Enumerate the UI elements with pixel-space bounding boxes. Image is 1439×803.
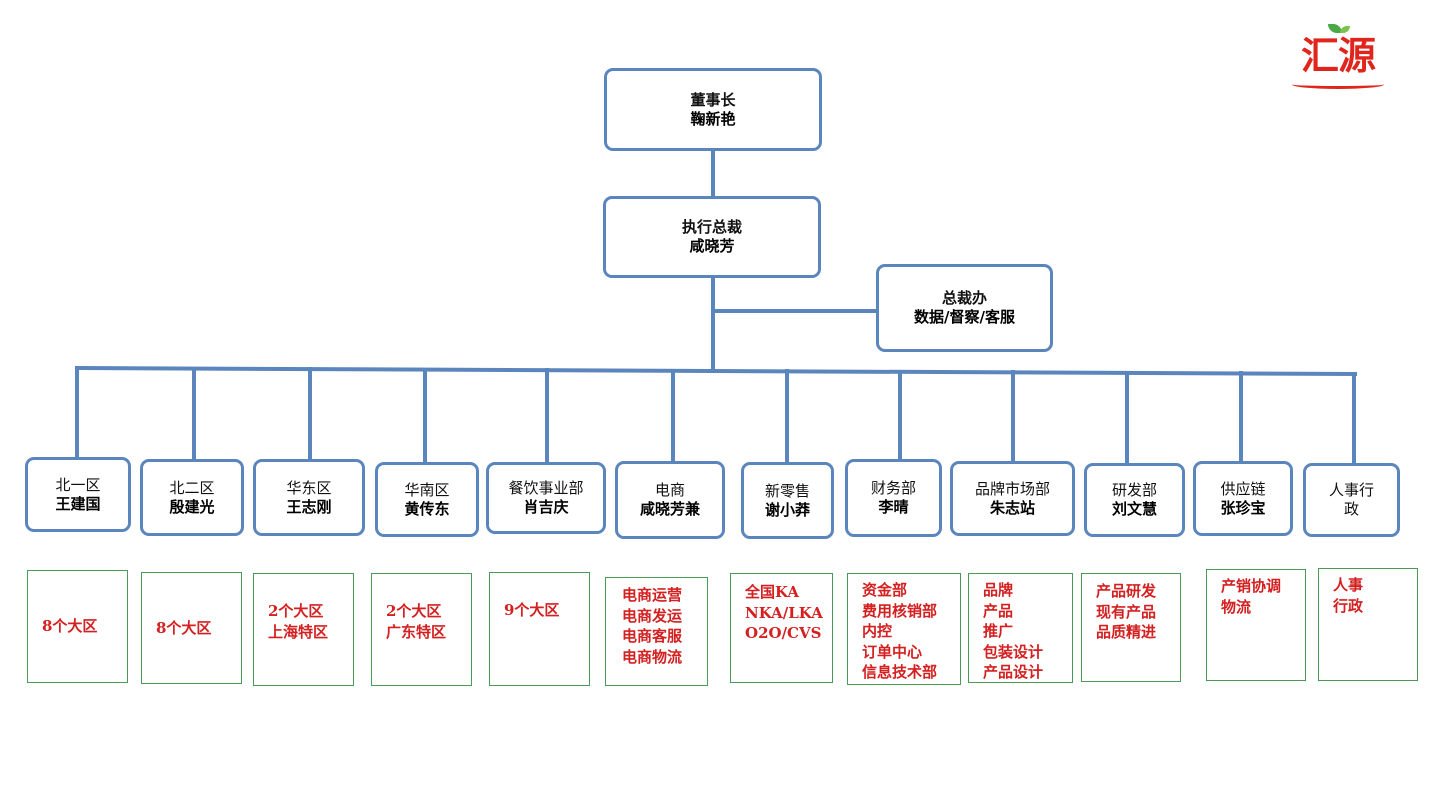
detail-box-north2: 8个大区 — [141, 572, 242, 684]
dept-box-north2: 北二区 殷建光 — [140, 459, 244, 536]
detail-box-new-retail: 全国KA NKA/LKA O2O/CVS — [730, 573, 833, 683]
detail-box-north1: 8个大区 — [27, 570, 128, 683]
dept-title: 华东区 — [286, 478, 332, 497]
detail-line: 费用核销部 — [862, 601, 938, 620]
dept-box-hr-admin: 人事行 政 — [1303, 463, 1400, 537]
detail-box-hr-admin: 人事 行政 — [1318, 568, 1418, 681]
president-office-scope: 数据/督察/客服 — [914, 308, 1015, 326]
dept-title: 品牌市场部 — [974, 479, 1050, 498]
detail-line: 广东特区 — [386, 622, 447, 641]
detail-box-brand-marketing: 品牌 产品 推广 包装设计 产品设计 — [968, 573, 1073, 683]
dept-box-ecommerce: 电商 咸晓芳兼 — [615, 461, 725, 539]
detail-box-east: 2个大区 上海特区 — [253, 573, 354, 686]
dept-title: 供应链 — [1220, 479, 1266, 498]
detail-line: O2O/CVS — [745, 624, 822, 642]
logo-wave — [1292, 80, 1384, 89]
dept-box-north1: 北一区 王建国 — [25, 457, 131, 532]
dept-head: 黄传东 — [404, 499, 450, 518]
detail-line: 2个大区 — [268, 602, 324, 620]
dept-head: 李晴 — [878, 498, 909, 516]
detail-box-ecommerce: 电商运营 电商发运 电商客服 电商物流 — [605, 577, 708, 686]
dept-box-new-retail: 新零售 谢小莽 — [741, 462, 834, 539]
dept-title: 餐饮事业部 — [508, 479, 584, 497]
detail-line: 电商客服 — [622, 627, 683, 645]
president-office-box: 总裁办 数据/督察/客服 — [876, 264, 1053, 352]
detail-box-rnd: 产品研发 现有产品 品质精进 — [1081, 573, 1181, 682]
dept-title: 人事行 — [1328, 481, 1374, 499]
executive-title: 执行总裁 — [681, 218, 742, 236]
detail-line: 产销协调 — [1221, 577, 1282, 595]
detail-line: NKA/LKA — [745, 603, 823, 622]
dept-box-east: 华东区 王志刚 — [253, 459, 365, 536]
detail-line: 电商发运 — [622, 606, 683, 625]
detail-line: 订单中心 — [862, 642, 923, 661]
detail-line: 包装设计 — [983, 642, 1044, 661]
leaf-icon — [1340, 26, 1350, 33]
dept-head: 殷建光 — [169, 497, 215, 516]
chairman-name: 鞠新艳 — [690, 109, 736, 128]
dept-head: 朱志站 — [989, 498, 1035, 517]
dept-head: 咸晓芳兼 — [639, 500, 700, 518]
detail-line: 电商运营 — [622, 586, 683, 604]
detail-line: 资金部 — [862, 581, 908, 599]
detail-box-finance: 资金部 费用核销部 内控 订单中心 信息技术部 — [847, 573, 961, 685]
detail-line: 8个大区 — [42, 617, 98, 636]
dept-box-catering: 餐饮事业部 肖吉庆 — [486, 462, 606, 534]
leaf-icon — [1328, 24, 1342, 33]
detail-line: 品质精进 — [1096, 623, 1157, 641]
connector-bus — [74, 365, 1358, 377]
dept-head: 政 — [1343, 500, 1359, 518]
detail-box-catering: 9个大区 — [489, 572, 590, 686]
detail-line: 品牌 — [983, 581, 1014, 599]
detail-line: 9个大区 — [504, 601, 560, 619]
detail-line: 产品设计 — [983, 663, 1044, 681]
dept-head: 王建国 — [55, 494, 101, 513]
detail-line: 上海特区 — [268, 622, 329, 641]
detail-box-south: 2个大区 广东特区 — [371, 573, 472, 686]
detail-line: 产品 — [983, 601, 1014, 620]
huiyuan-logo: 汇源 — [1284, 22, 1392, 89]
dept-title: 电商 — [654, 481, 685, 499]
dept-box-supply-chain: 供应链 张珍宝 — [1193, 461, 1293, 536]
chairman-title: 董事长 — [690, 90, 736, 109]
detail-line: 物流 — [1221, 597, 1252, 616]
detail-line: 信息技术部 — [862, 663, 938, 681]
detail-line: 推广 — [983, 622, 1014, 640]
dept-head: 张珍宝 — [1220, 498, 1266, 517]
dept-title: 新零售 — [764, 481, 810, 500]
detail-box-supply-chain: 产销协调 物流 — [1206, 569, 1306, 681]
dept-title: 北一区 — [55, 475, 101, 494]
detail-line: 产品研发 — [1096, 582, 1157, 600]
dept-head: 谢小莽 — [764, 500, 810, 519]
detail-line: 全国KA — [745, 583, 800, 601]
dept-box-rnd: 研发部 刘文慧 — [1084, 463, 1185, 537]
dept-title: 财务部 — [870, 479, 916, 497]
detail-line: 2个大区 — [386, 602, 442, 620]
detail-line: 行政 — [1333, 596, 1364, 615]
dept-head: 刘文慧 — [1111, 500, 1157, 518]
dept-box-brand-marketing: 品牌市场部 朱志站 — [950, 461, 1075, 536]
dept-title: 华南区 — [404, 480, 450, 499]
detail-line: 内控 — [862, 622, 893, 640]
president-office-title: 总裁办 — [941, 289, 987, 307]
detail-line: 电商物流 — [622, 647, 683, 666]
detail-line: 现有产品 — [1096, 602, 1157, 621]
dept-title: 北二区 — [169, 478, 215, 497]
dept-box-south: 华南区 黄传东 — [375, 462, 479, 537]
chairman-box: 董事长 鞠新艳 — [604, 68, 822, 151]
detail-line: 8个大区 — [156, 618, 212, 637]
dept-head: 肖吉庆 — [523, 498, 569, 516]
executive-box: 执行总裁 咸晓芳 — [603, 196, 821, 278]
detail-line: 人事 — [1333, 576, 1364, 594]
executive-name: 咸晓芳 — [689, 237, 735, 255]
dept-box-finance: 财务部 李晴 — [845, 459, 942, 537]
dept-title: 研发部 — [1111, 481, 1157, 499]
logo-text: 汇源 — [1300, 34, 1376, 78]
dept-head: 王志刚 — [286, 497, 332, 516]
